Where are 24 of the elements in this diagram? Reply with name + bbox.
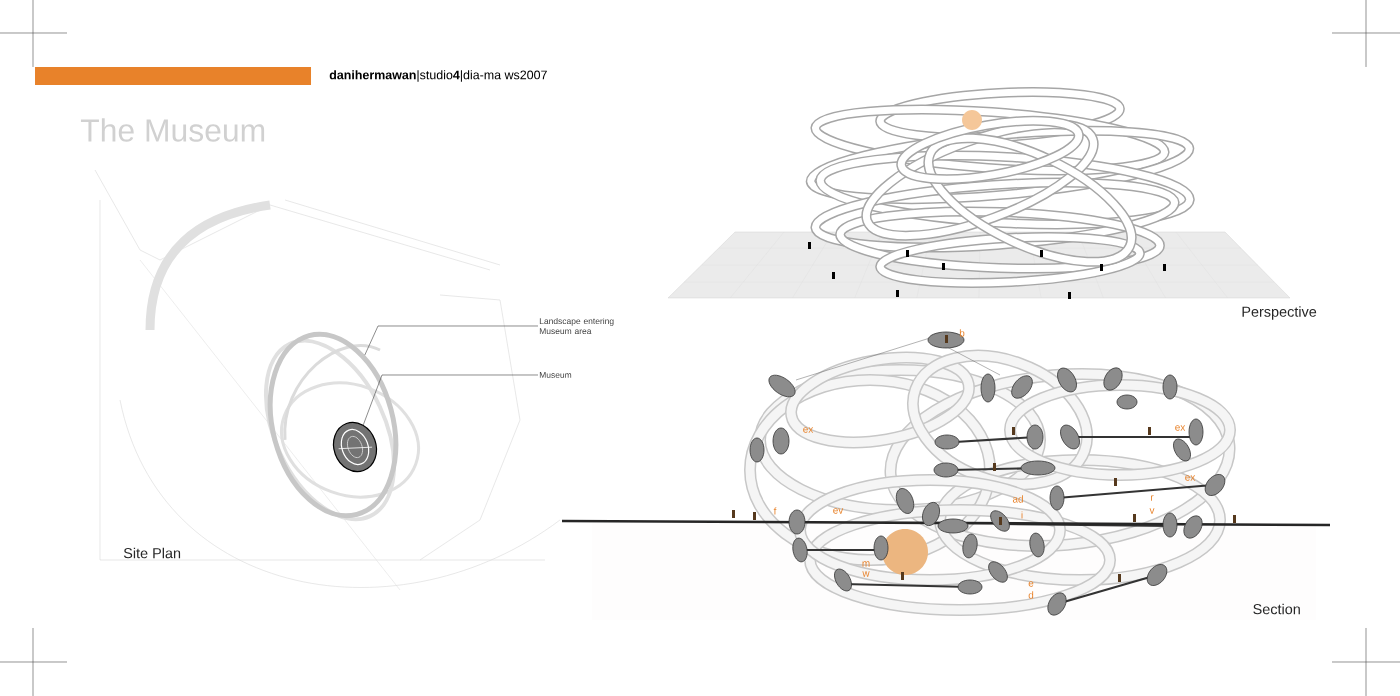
room-label: i [1021,511,1023,519]
museum-model [332,421,378,473]
room-label: f [773,507,777,515]
leader-line [363,374,539,426]
room-label: b [959,329,965,337]
room-label: ex [1185,475,1196,481]
room-label: ad [1012,495,1023,503]
view-label: Site Plan [123,547,181,559]
room-label: ex [803,427,814,433]
header-text: danihermawan|studio4|dia-ma ws2007 [329,70,547,82]
room-label: w [862,571,870,577]
view-label: Section [1253,603,1300,615]
room-label: ev [833,508,844,514]
view-label: Perspective [1242,306,1317,320]
callout-text: Landscape entering Museum area [539,317,614,335]
leader-line [364,325,539,356]
room-label: ex [1175,425,1186,431]
room-label: v [1149,508,1155,514]
room-label: d [1028,591,1034,599]
callout-text: Museum [539,372,572,378]
room-label: e [1028,581,1034,587]
room-label: r [1151,495,1154,501]
room-label: m [862,561,870,567]
landscape-ribbon [267,331,399,519]
